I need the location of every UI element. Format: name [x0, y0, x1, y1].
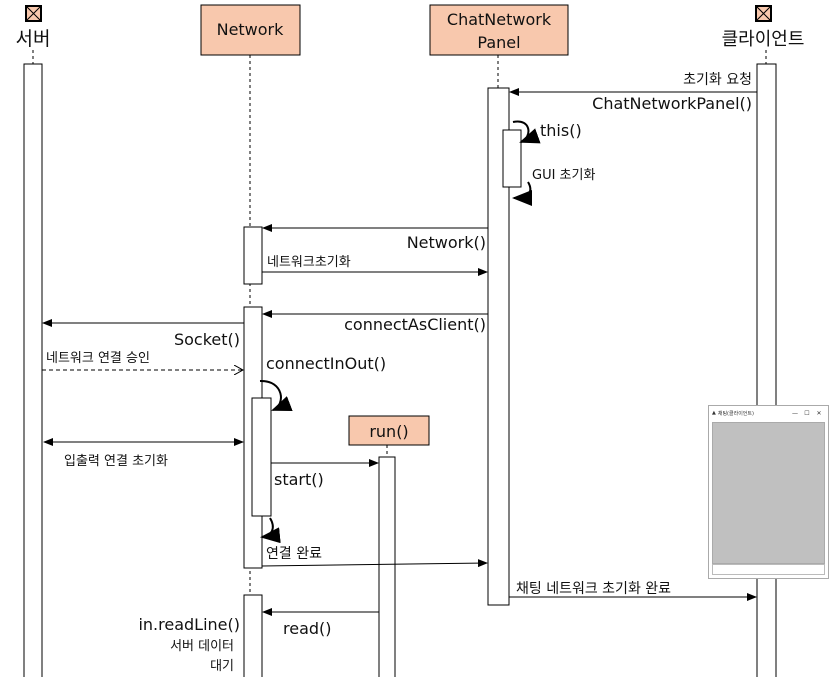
svg-text:입출력 연결 초기화: 입출력 연결 초기화: [64, 454, 168, 469]
network-participant: Network: [200, 4, 301, 677]
server-actor: 서버: [16, 5, 51, 677]
svg-text:connectAsClient(): connectAsClient(): [344, 315, 486, 334]
svg-text:네트워크초기화: 네트워크초기화: [267, 255, 351, 270]
minimize-icon: —: [792, 409, 798, 417]
svg-text:connectInOut(): connectInOut(): [266, 354, 386, 373]
chat-display-area: [712, 422, 825, 564]
svg-text:GUI 초기화: GUI 초기화: [532, 168, 595, 183]
svg-text:Network(): Network(): [407, 233, 486, 252]
svg-text:Panel: Panel: [477, 33, 520, 52]
panel-participant: ChatNetwork Panel: [429, 4, 569, 606]
svg-text:초기화 요청: 초기화 요청: [683, 72, 752, 88]
svg-text:서버 데이터: 서버 데이터: [170, 639, 234, 654]
client-label: 클라이언트: [722, 29, 805, 50]
chat-input-field: [712, 564, 825, 575]
server-label: 서버: [16, 28, 51, 50]
window-title: 채팅(클라이언트): [717, 410, 754, 417]
svg-text:run(): run(): [369, 422, 408, 441]
svg-text:연결 완료: 연결 완료: [266, 546, 322, 562]
messages: 초기화 요청 ChatNetworkPanel() this() GUI 초기화…: [42, 72, 757, 674]
svg-text:read(): read(): [283, 619, 332, 638]
maximize-icon: ☐: [804, 409, 810, 417]
svg-text:네트워크 연결 승인: 네트워크 연결 승인: [46, 351, 150, 366]
app-icon: ▲: [712, 410, 716, 416]
window-titlebar: ▲ 채팅(클라이언트) — ☐ ✕: [709, 406, 828, 420]
server-activation: [23, 63, 43, 677]
svg-text:Socket(): Socket(): [174, 330, 240, 349]
svg-text:채팅 네트워크 초기화 완료: 채팅 네트워크 초기화 완료: [516, 581, 671, 597]
svg-text:start(): start(): [274, 470, 324, 489]
svg-text:this(): this(): [540, 121, 582, 140]
svg-text:ChatNetwork: ChatNetwork: [447, 10, 552, 29]
svg-text:대기: 대기: [210, 659, 234, 674]
run-participant: run(): [348, 415, 430, 677]
svg-text:in.readLine(): in.readLine(): [138, 615, 240, 634]
close-icon: ✕: [816, 409, 822, 417]
svg-text:ChatNetworkPanel(): ChatNetworkPanel(): [592, 94, 752, 113]
network-label: Network: [217, 20, 285, 39]
chat-client-window-screenshot: ▲ 채팅(클라이언트) — ☐ ✕: [708, 405, 829, 579]
